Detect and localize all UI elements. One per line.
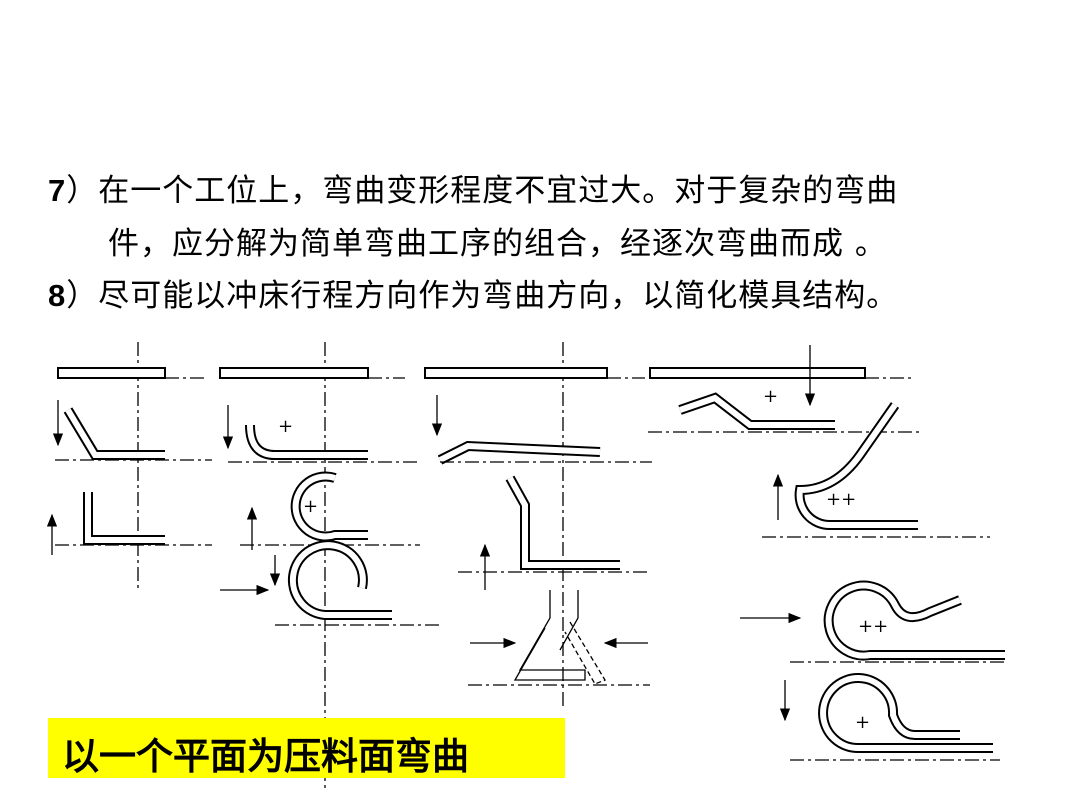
rule-number: 8 bbox=[48, 278, 67, 313]
rule-text: ）尽可能以冲床行程方向作为弯曲方向，以简化模具结构。 bbox=[66, 278, 899, 314]
sequence-3 bbox=[424, 342, 652, 710]
rule-8: 8）尽可能以冲床行程方向作为弯曲方向，以简化模具结构。 bbox=[48, 270, 898, 315]
rule-number: 7 bbox=[48, 173, 67, 208]
svg-text:++: ++ bbox=[826, 489, 856, 510]
caption-text: 以一个平面为压料面弯曲 bbox=[62, 735, 469, 778]
sequence-2: + + bbox=[219, 342, 440, 790]
rule-7-line-1: 7）在一个工位上，弯曲变形程度不宜过大。对于复杂的弯曲 bbox=[48, 165, 898, 210]
sequence-4: + ++ ++ + bbox=[648, 345, 1005, 761]
rule-7-line-2: 件，应分解为简单弯曲工序的组合，经逐次弯曲而成 。 bbox=[108, 226, 887, 262]
svg-text:+: + bbox=[763, 386, 778, 407]
svg-text:+: + bbox=[855, 712, 870, 733]
rule-text: ）在一个工位上，弯曲变形程度不宜过大。对于复杂的弯曲 bbox=[66, 173, 899, 209]
sequence-1 bbox=[46, 342, 212, 590]
caption-banner: 以一个平面为压料面弯曲 bbox=[48, 718, 565, 778]
svg-text:+: + bbox=[303, 496, 318, 517]
svg-text:+: + bbox=[278, 416, 293, 437]
svg-text:++: ++ bbox=[858, 616, 888, 637]
